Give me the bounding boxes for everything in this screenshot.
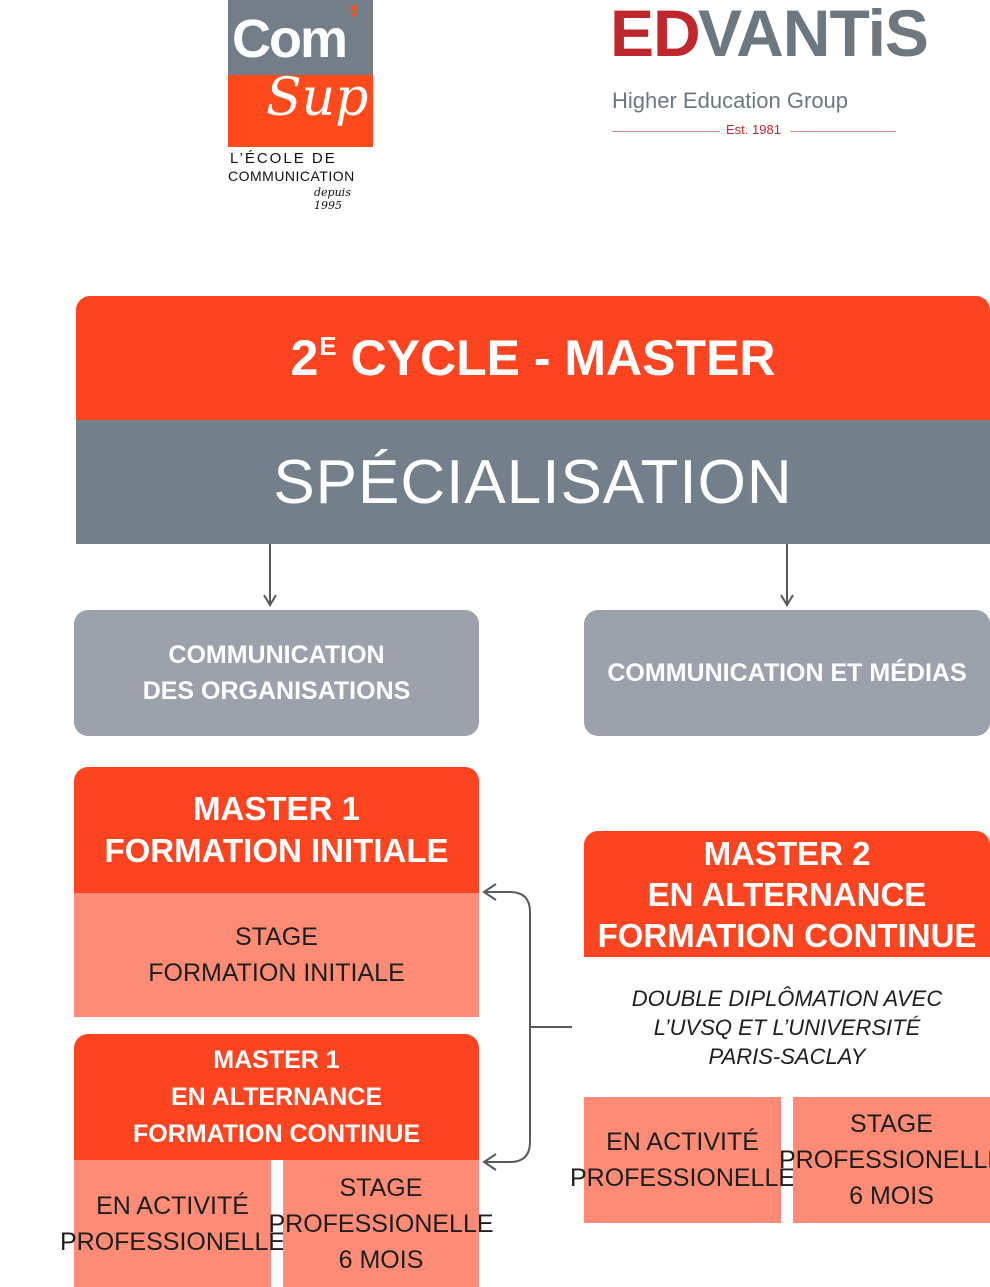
master1-initiale-header: MASTER 1 FORMATION INITIALE [74, 767, 479, 893]
cycle-title-number: 2 [290, 330, 319, 386]
track-communication-medias: COMMUNICATION ET MÉDIAS [584, 610, 990, 736]
comsup-logo-line2: COMMUNICATION [228, 168, 355, 184]
master2-header: MASTER 2 EN ALTERNANCE FORMATION CONTINU… [584, 831, 990, 957]
track-2-line-1: COMMUNICATION ET MÉDIAS [607, 659, 967, 687]
master2-note-line-2: L’UVSQ ET L’UNIVERSITÉ [653, 1014, 921, 1040]
edvantis-logo-vantis: VANTiS [698, 0, 929, 70]
master1-initiale-title-line-1: MASTER 1 [193, 790, 360, 827]
comsup-logo-gray-block [228, 0, 373, 75]
comsup-logo-com: Com [232, 9, 348, 69]
master2-title-line-1: MASTER 2 [703, 834, 871, 872]
master1-alternance-option-stage: STAGE PROFESSIONELLE 6 MOIS [268, 1160, 494, 1287]
cycle-title-superscript: E [319, 331, 337, 361]
m2-activite-line-2: PROFESSIONELLE [569, 1164, 796, 1192]
comsup-logo-red-block [228, 75, 373, 147]
cycle-title-rest: CYCLE - MASTER [336, 330, 776, 386]
edvantis-rule-left [612, 131, 720, 132]
edvantis-logo: ED VANTiS Higher Education Group Est. 19… [608, 0, 929, 145]
master1-alternance-title-line-2: EN ALTERNANCE [170, 1082, 383, 1111]
m2-stage-line-2: PROFESSIONELLE [778, 1146, 990, 1174]
m2-stage-line-1: STAGE [850, 1110, 933, 1138]
master2-title-line-2: EN ALTERNANCE [647, 875, 927, 913]
master1-alternance-header: MASTER 1 EN ALTERNANCE FORMATION CONTINU… [74, 1034, 479, 1160]
comsup-logo: Com ’ Sup L’ÉCOLE DE COMMUNICATION depui… [228, 0, 378, 212]
master1-alternance-title-line-1: MASTER 1 [213, 1045, 340, 1074]
comsup-logo-sup: Sup [266, 68, 369, 128]
comsup-logo-line3: depuis 1995 [314, 186, 351, 212]
master1-initiale-body-line-1: STAGE [235, 923, 318, 951]
m1-stage-line-2: PROFESSIONELLE [268, 1209, 494, 1238]
m1-stage-line-3: 6 MOIS [338, 1245, 424, 1274]
m2-activite-line-1: EN ACTIVITÉ [606, 1128, 759, 1156]
track-1-line-2: DES ORGANISATIONS [142, 677, 411, 705]
bracket-connector [486, 891, 531, 1163]
m2-stage-line-3: 6 MOIS [849, 1182, 934, 1210]
edvantis-rule-right [790, 131, 896, 132]
master2-title-line-3: FORMATION CONTINUE [597, 916, 977, 954]
cycle-title: 2E CYCLE - MASTER [290, 329, 775, 387]
master2-note-line-3: PARIS-SACLAY [708, 1043, 866, 1069]
master2-option-stage: STAGE PROFESSIONELLE 6 MOIS [779, 1097, 990, 1223]
master1-initiale-stage-box: STAGE FORMATION INITIALE [74, 893, 479, 1017]
track-1-line-1: COMMUNICATION [168, 641, 385, 669]
master2-option-activite: EN ACTIVITÉ PROFESSIONELLE [570, 1097, 795, 1223]
m1-activite-line-1: EN ACTIVITÉ [96, 1191, 249, 1220]
track-communication-organisations: COMMUNICATION DES ORGANISATIONS [74, 610, 479, 736]
m1-stage-line-1: STAGE [339, 1173, 423, 1202]
master1-alternance-title-line-3: FORMATION CONTINUE [132, 1119, 420, 1148]
edvantis-tagline: Higher Education Group [612, 88, 849, 113]
edvantis-logo-ed: ED [610, 0, 701, 70]
master1-initiale-title-line-2: FORMATION INITIALE [104, 832, 449, 869]
bracket-arrow-top [482, 883, 497, 901]
cycle-header: 2E CYCLE - MASTER [76, 296, 990, 420]
master1-initiale-body-line-2: FORMATION INITIALE [148, 959, 405, 987]
master1-alternance-option-activite: EN ACTIVITÉ PROFESSIONELLE [60, 1160, 285, 1287]
comsup-logo-apostrophe: ’ [348, 0, 360, 42]
comsup-logo-line1: L’ÉCOLE DE [230, 150, 337, 167]
specialisation-title: SPÉCIALISATION [273, 447, 793, 517]
edvantis-established: Est. 1981 [726, 122, 781, 137]
master2-double-diplomation-note: DOUBLE DIPLÔMATION AVEC L’UVSQ ET L’UNIV… [584, 982, 990, 1072]
bracket-arrow-bottom [482, 1153, 497, 1171]
master2-note-line-1: DOUBLE DIPLÔMATION AVEC [631, 985, 943, 1011]
specialisation-band: SPÉCIALISATION [76, 420, 990, 544]
m1-activite-line-2: PROFESSIONELLE [59, 1227, 286, 1256]
